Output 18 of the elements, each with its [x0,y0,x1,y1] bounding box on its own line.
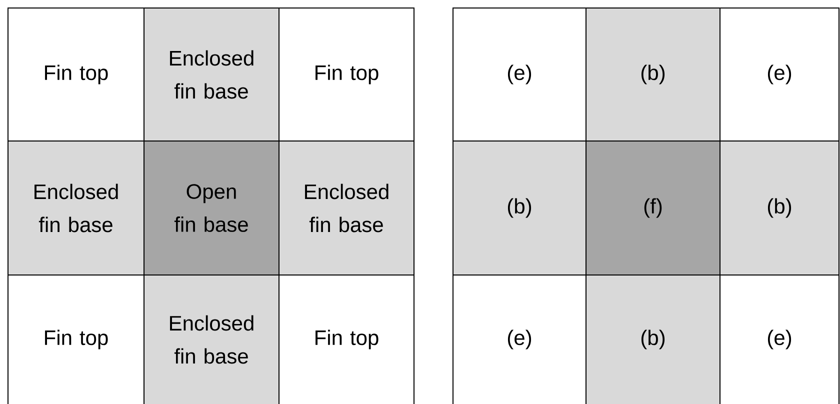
grid-cell: (e) [452,274,586,404]
grid-cell: Fin top [278,274,414,404]
grid-cell: Enclosed fin base [278,140,414,276]
grid-cell: (f) [586,140,720,276]
grid-cell: Enclosed fin base [144,8,280,142]
grid-cell: (e) [452,8,586,142]
grid-cell: (e) [720,274,840,404]
grid-cell: (b) [452,140,586,276]
grid-cell: Enclosed fin base [144,274,280,404]
grid-cell: Fin top [8,274,144,404]
grid-cell: Fin top [278,8,414,142]
grid-cell: (b) [586,274,720,404]
grid-cell: Open fin base [144,140,280,276]
grid-cell: (b) [586,8,720,142]
grid-cell: Fin top [8,8,144,142]
grid-cell: (b) [720,140,840,276]
grid-cell: (e) [720,8,840,142]
grid-cell: Enclosed fin base [8,140,144,276]
